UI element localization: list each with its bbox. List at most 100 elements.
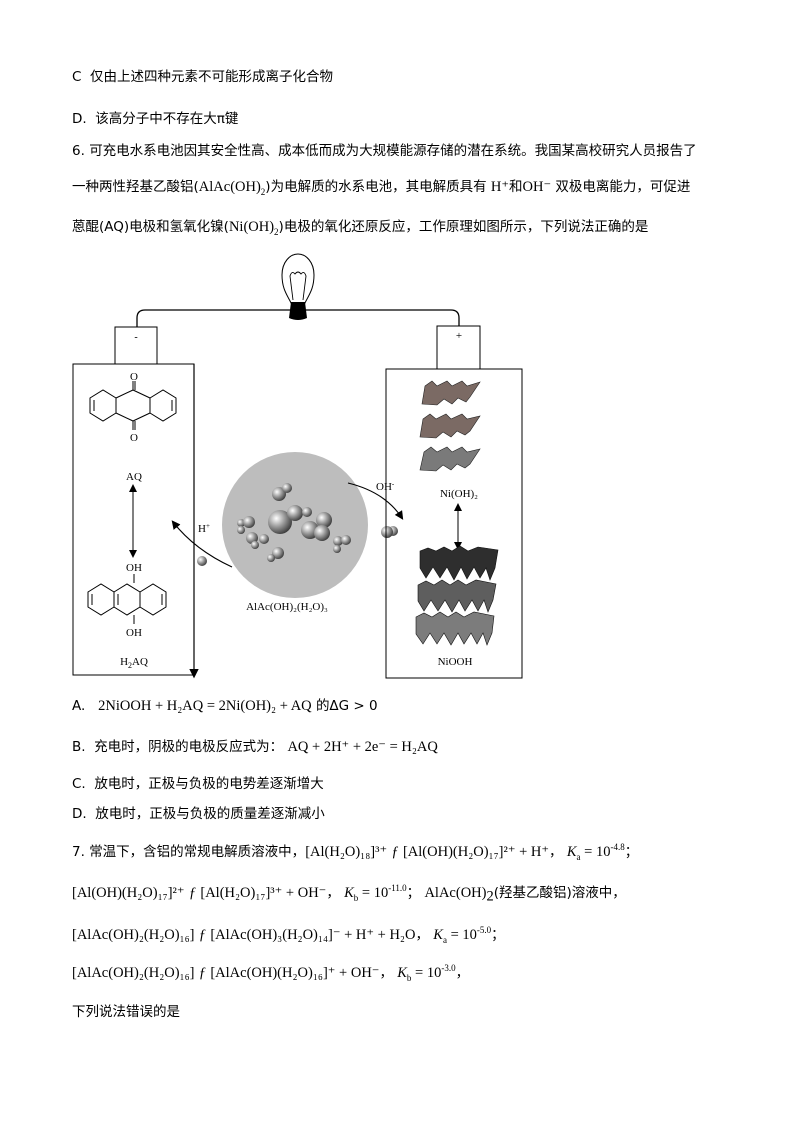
- equation-rhs: [Al(H₂O)₁₇]³⁺ + OH⁻: [200, 885, 327, 901]
- k-symbol: K: [566, 844, 577, 860]
- punctuation: ；: [406, 885, 421, 901]
- option-text: 放电时，正极与负极的电势差逐渐增大: [94, 776, 324, 792]
- h-ion-arrow-icon: [171, 520, 233, 568]
- nioh2-label: Ni(OH)₂: [440, 488, 478, 500]
- nioh2-layers-icon: [419, 380, 481, 472]
- punctuation: ；: [624, 844, 639, 860]
- niooh-label: NiOOH: [438, 656, 473, 668]
- option-text: 的ΔG > 0: [315, 698, 378, 714]
- oh-ion-text: OH: [376, 481, 392, 493]
- equation-rhs: [AlAc(OH)(H₂O)₁₆]⁺ + OH⁻: [210, 965, 380, 981]
- positive-electrode: +: [385, 325, 523, 679]
- q6-stem-line3: 蒽醌(AQ)电极和氢氧化镍(Ni(OH)2)电极的氧化还原反应，工作原理如图所示…: [72, 218, 648, 236]
- stem-text: 常温下，含铝的常规电解质溶液中，: [89, 844, 306, 860]
- equilibrium-constant: Ka = 10-5.0: [433, 925, 492, 945]
- q7-line2: [Al(OH)(H₂O)₁₇]²⁺ ƒ [Al(H₂O)₁₇]³⁺ + OH⁻，…: [72, 883, 626, 905]
- formula-nioh2: Ni(OH)2: [229, 219, 279, 237]
- option-letter: B.: [72, 739, 86, 755]
- stem-text: )为电解质的水系电池，其电解质具有: [265, 179, 487, 195]
- electrolyte-label: AlAc(OH)₂(H₂O)₃: [246, 601, 328, 613]
- stem-text: 蒽醌(AQ)电极和氢氧化镍(: [72, 219, 229, 235]
- aq-label: AQ: [126, 471, 142, 483]
- subscript: 2: [486, 888, 494, 905]
- q7-question: 下列说法错误的是: [72, 1003, 180, 1021]
- q6-stem-line1: 6. 可充电水系电池因其安全性高、成本低而成为大规模能源存储的潜在系统。我国某高…: [72, 142, 697, 160]
- niooh-layers-icon: [415, 545, 499, 646]
- prev-option-c: C 仅由上述四种元素不可能形成离子化合物: [72, 68, 333, 86]
- oh-ion-arrow-icon: [347, 482, 404, 520]
- hydroxyl-label: OH: [126, 627, 142, 639]
- battery-diagram: - O O AQ OH OH H2AQ H+: [60, 245, 540, 690]
- positive-terminal-label: +: [456, 330, 462, 342]
- h2aq-h: H: [120, 656, 128, 668]
- question-prompt: 下列说法错误的是: [72, 1004, 180, 1020]
- q7-line4: [AlAc(OH)₂(H₂O)₁₆] ƒ [AlAc(OH)(H₂O)₁₆]⁺ …: [72, 963, 470, 983]
- equilibrium-constant: Kb = 10-3.0: [397, 963, 456, 983]
- q7-line1: 7. 常温下，含铝的常规电解质溶液中，[Al(H₂O)₁₈]³⁺ ƒ [Al(O…: [72, 842, 639, 862]
- k-symbol: K: [397, 965, 407, 981]
- k-subscript: a: [442, 934, 447, 945]
- q6-option-b: B. 充电时，阴极的电极反应式为： AQ + 2H⁺ + 2e⁻ = H₂AQ: [72, 738, 438, 756]
- h-ion-ball-icon: [197, 556, 207, 566]
- option-letter: D.: [72, 806, 87, 822]
- formula-alac: AlAc(OH)2: [198, 179, 266, 197]
- equilibrium-constant: Kb = 10-11.0: [344, 883, 407, 903]
- equation-lhs: [Al(OH)(H₂O)₁₇]²⁺: [72, 885, 185, 901]
- q6-option-d: D. 放电时，正极与负极的质量差逐渐减小: [72, 805, 325, 823]
- q7-line3: [AlAc(OH)₂(H₂O)₁₆] ƒ [AlAc(OH)₃(H₂O)₁₄]⁻…: [72, 925, 505, 945]
- h-ion-label: H+: [198, 522, 210, 535]
- k-symbol: K: [433, 927, 443, 943]
- formula-alac: AlAc(OH): [424, 885, 487, 901]
- k-exponent: -3.0: [441, 963, 456, 974]
- subscript: 2: [274, 226, 279, 237]
- k-subscript: b: [353, 892, 359, 903]
- equation-lhs: [AlAc(OH)₂(H₂O)₁₆]: [72, 927, 195, 943]
- option-text: 充电时，阴极的电极反应式为：: [94, 739, 284, 755]
- option-equation: AQ + 2H⁺ + 2e⁻ = H₂AQ: [287, 739, 438, 755]
- formula-text: AlAc(OH): [198, 179, 261, 195]
- equilibrium-arrow-icon: ƒ: [188, 885, 197, 901]
- equilibrium-arrow-icon: ƒ: [391, 844, 399, 860]
- oh-ion-sup: -: [392, 480, 395, 488]
- question-number: 7.: [72, 844, 85, 860]
- equilibrium-arrow-icon: ƒ: [198, 927, 207, 943]
- equation-lhs: [Al(H₂O)₁₈]³⁺: [305, 844, 388, 860]
- oh-ion-ball-icon: [381, 526, 398, 538]
- h2aq-label: H2AQ: [120, 656, 148, 670]
- option-text: 该高分子中不存在大π键: [95, 111, 239, 127]
- equilibrium-constant: Ka = 10-4.8: [566, 842, 625, 862]
- h2aq-molecule-icon: [87, 574, 167, 624]
- stem-text: 可充电水系电池因其安全性高、成本低而成为大规模能源存储的潜在系统。我国某高校研究…: [89, 143, 697, 159]
- k-exponent: -5.0: [476, 925, 492, 936]
- h2aq-rest: AQ: [132, 656, 148, 668]
- oh-ion: OH⁻: [522, 179, 552, 195]
- k-subscript: a: [576, 851, 581, 862]
- option-text: 仅由上述四种元素不可能形成离子化合物: [90, 69, 334, 85]
- aq-molecule-icon: [89, 381, 177, 430]
- stem-text: 双极电离能力，可促进: [555, 179, 691, 195]
- oh-ion-label: OH-: [376, 480, 395, 493]
- option-letter: A.: [72, 698, 86, 714]
- h2aq-sub: 2: [128, 661, 132, 670]
- equation-rhs: [Al(OH)(H₂O)₁₇]²⁺ + H⁺: [402, 844, 550, 860]
- option-text: 放电时，正极与负极的质量差逐渐减小: [95, 806, 325, 822]
- stem-text: 和: [509, 179, 523, 195]
- negative-terminal-label: -: [134, 332, 137, 343]
- stem-text: 一种两性羟基乙酸铝(: [72, 179, 199, 195]
- question-number: 6.: [72, 143, 85, 159]
- k-symbol: K: [344, 885, 354, 901]
- k-exponent: -11.0: [388, 883, 407, 894]
- k-subscript: b: [406, 972, 412, 983]
- hydroxyl-label: OH: [126, 562, 142, 574]
- punctuation: ，: [455, 965, 470, 981]
- h-ion-sup: +: [206, 522, 210, 530]
- stem-text: )电极的氧化还原反应，工作原理如图所示，下列说法正确的是: [278, 219, 649, 235]
- prev-option-d: D. 该高分子中不存在大π键: [72, 110, 238, 128]
- q6-stem-line2: 一种两性羟基乙酸铝(AlAc(OH)2)为电解质的水系电池，其电解质具有 H⁺和…: [72, 178, 690, 196]
- option-letter: D.: [72, 111, 87, 127]
- electrolyte-molecule-icon: [222, 452, 368, 598]
- oxygen-label: O: [130, 432, 138, 444]
- equilibrium-arrow-icon: ƒ: [198, 965, 207, 981]
- q6-option-a: A. 2NiOOH + H₂AQ = 2Ni(OH)₂ + AQ 的ΔG > 0: [72, 697, 378, 715]
- subscript: 2: [260, 186, 266, 197]
